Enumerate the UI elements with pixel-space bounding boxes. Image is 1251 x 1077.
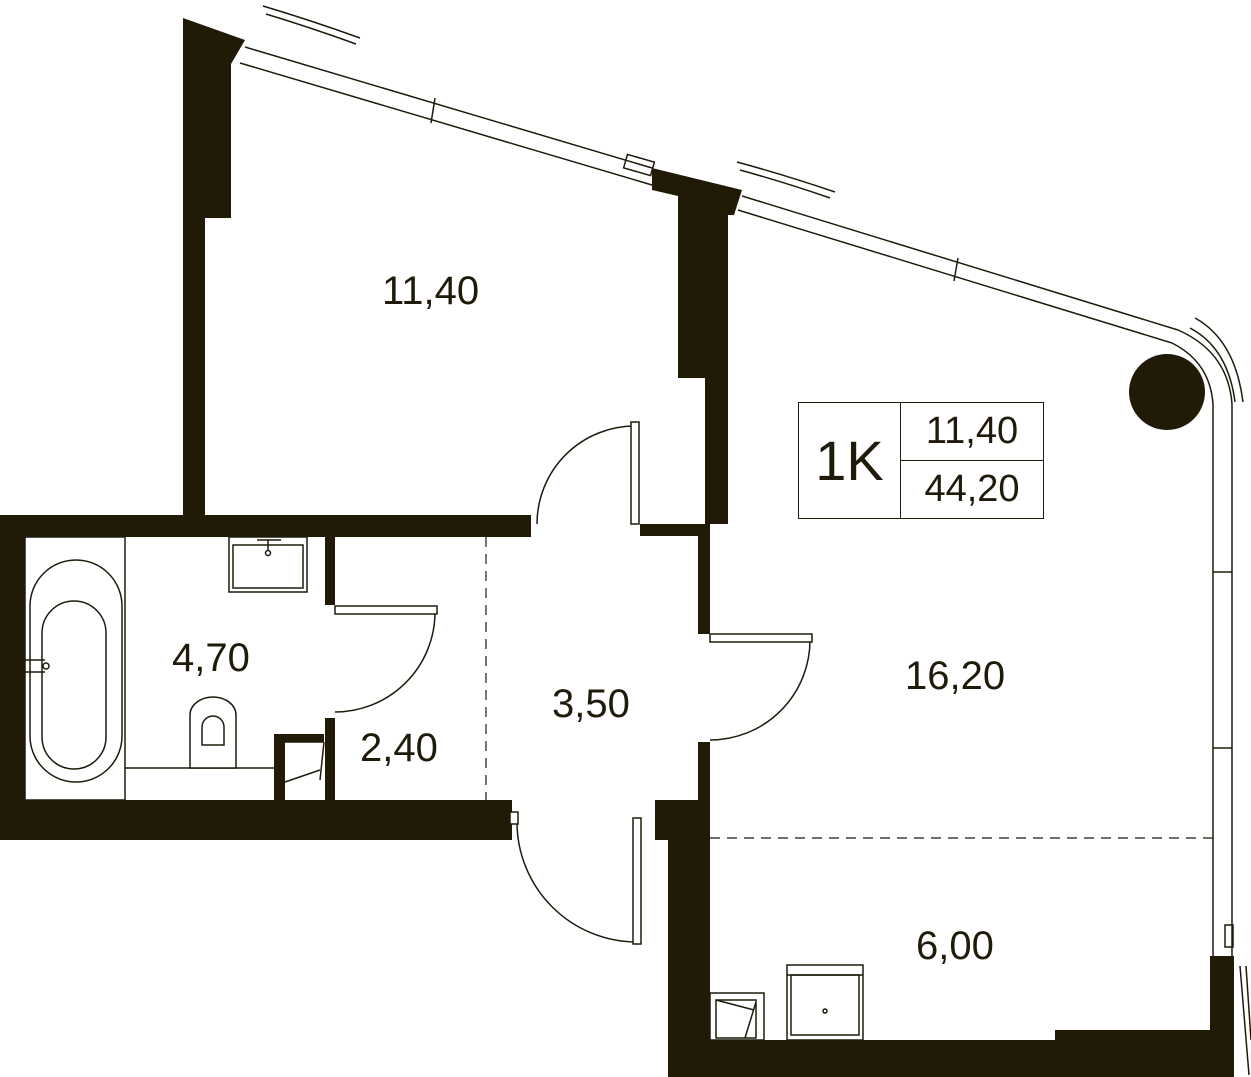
room-area-bedroom: 11,40 — [382, 269, 480, 313]
fixtures — [22, 536, 864, 1041]
apartment-info-box: 1K 11,40 44,20 — [798, 402, 1044, 519]
room-area-bathroom: 4,70 — [172, 636, 250, 680]
room-area-living: 16,20 — [905, 654, 1006, 698]
wall-hall-right — [698, 524, 710, 634]
wall-bath-partition-low — [325, 718, 335, 802]
room-area-hall: 3,50 — [552, 682, 630, 726]
wall-bedroom-left — [183, 18, 245, 524]
column — [1129, 354, 1205, 430]
doors — [334, 421, 813, 945]
wall-hall-right-top — [640, 524, 710, 536]
bathtub — [22, 536, 126, 801]
door-living — [709, 639, 811, 741]
windows — [239, 46, 1234, 956]
room-area-wardrobe: 2,40 — [360, 726, 438, 770]
kitchen-sink — [786, 964, 864, 1041]
wall-shaft-top — [274, 734, 324, 742]
wall-bottom-step — [1055, 1030, 1215, 1045]
wall-bedroom-bottom — [183, 515, 531, 537]
wall-bath-partition — [325, 537, 335, 605]
wall-hall-right-low — [698, 742, 710, 802]
wall-shaft — [274, 734, 285, 802]
zone-lines — [485, 537, 1213, 839]
living-area-value: 11,40 — [901, 403, 1043, 461]
exterior-marks — [262, 5, 1251, 1076]
wall-bath-top — [0, 515, 200, 537]
door-bathroom — [334, 611, 436, 713]
door-entrance — [516, 821, 638, 943]
toilet — [189, 696, 237, 769]
wall-kitchen-left — [655, 800, 710, 1040]
apartment-type: 1K — [799, 403, 901, 518]
door-bedroom — [536, 425, 636, 525]
wall-right-low — [1210, 956, 1234, 1077]
sink — [228, 536, 308, 593]
wall-central-top — [652, 168, 742, 524]
wall-bottom-left — [0, 800, 512, 840]
total-area-value: 44,20 — [924, 468, 1020, 510]
wall-bottom-right — [668, 1040, 1228, 1077]
room-area-kitchen: 6,00 — [916, 924, 994, 968]
wall-bath-left — [0, 515, 25, 840]
walls — [0, 18, 1234, 1077]
